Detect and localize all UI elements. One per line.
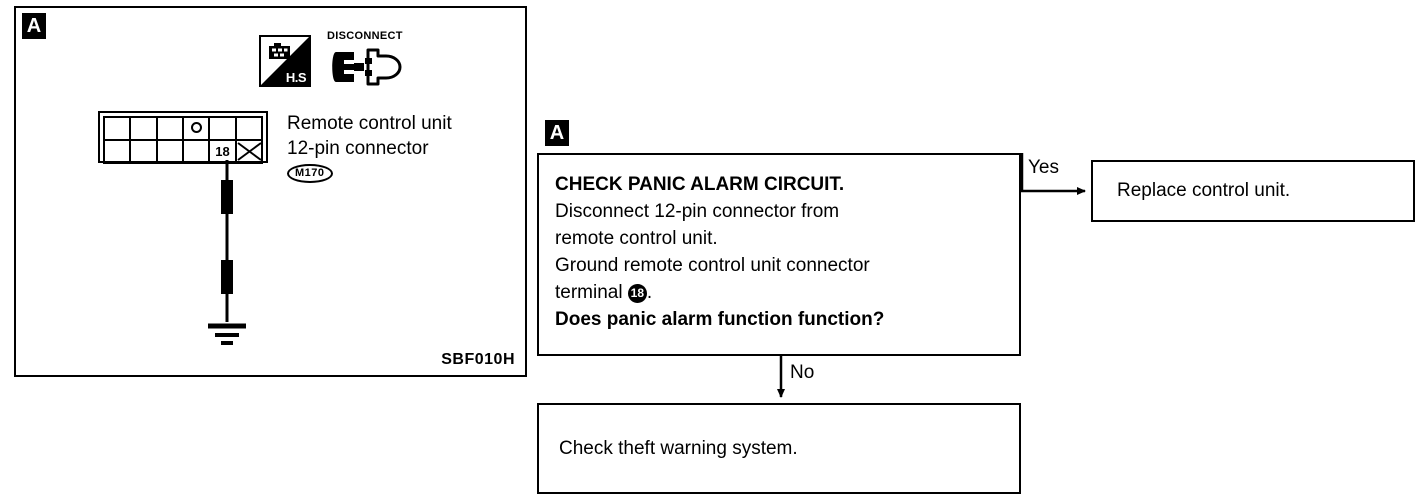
pin-cell bbox=[234, 116, 264, 141]
figure-code: SBF010H bbox=[441, 351, 515, 368]
check-theft-warning-system-text: Check theft warning system. bbox=[559, 437, 798, 459]
pin-number-label: 18 bbox=[215, 143, 230, 159]
handy-scope-icon: H.S bbox=[259, 35, 311, 87]
pin-cell bbox=[102, 139, 132, 164]
disconnect-connector-icon: DISCONNECT bbox=[327, 30, 407, 88]
check-theft-warning-system-box: Check theft warning system. bbox=[537, 403, 1021, 494]
handy-scope-diagonal-fill bbox=[261, 37, 309, 85]
check-box-step-4-suffix: . bbox=[646, 282, 653, 303]
yes-branch-label: Yes bbox=[1028, 157, 1059, 178]
panel-reference-badge: A bbox=[22, 13, 46, 39]
check-box-step-3: Ground remote control unit connector bbox=[555, 255, 870, 276]
connector-pin-grid: 18 bbox=[102, 116, 264, 164]
disconnect-glyph bbox=[332, 48, 402, 86]
check-box-step-1: Disconnect 12-pin connector from bbox=[555, 201, 840, 222]
check-box-heading: CHECK PANIC ALARM CIRCUIT. bbox=[555, 174, 845, 195]
pin-cross-icon bbox=[237, 142, 262, 161]
pin-cell bbox=[208, 116, 237, 141]
connector-pin-block: 18 bbox=[98, 111, 268, 164]
check-box-step-2: remote control unit. bbox=[555, 228, 718, 249]
handy-scope-connector-glyph bbox=[269, 43, 290, 59]
check-box-question: Does panic alarm function function? bbox=[555, 309, 885, 330]
illustration-panel: A H.S DISCONNECT bbox=[14, 6, 527, 377]
pin-cell bbox=[155, 139, 184, 164]
pin-cell-marker bbox=[181, 116, 211, 141]
terminal-number-badge: 18 bbox=[627, 284, 647, 303]
check-panic-alarm-circuit-box: CHECK PANIC ALARM CIRCUIT. Disconnect 12… bbox=[537, 153, 1021, 356]
pin-circle-marker bbox=[190, 121, 202, 133]
pin-cell bbox=[181, 139, 211, 164]
replace-control-unit-text: Replace control unit. bbox=[1117, 180, 1291, 201]
ground-wire-diagram bbox=[208, 160, 246, 345]
pin-cell bbox=[102, 116, 132, 141]
probe-segment-lower bbox=[221, 260, 233, 294]
connector-code-badge: M170 bbox=[287, 164, 333, 184]
check-box-step-4: terminal 18. bbox=[555, 279, 1005, 306]
connector-row-bottom: 18 bbox=[102, 139, 264, 164]
connector-caption: Remote control unit 12-pin connector M17… bbox=[287, 111, 517, 184]
pin-cell bbox=[129, 139, 158, 164]
replace-control-unit-box: Replace control unit. bbox=[1091, 160, 1415, 222]
pin-cell-number: 18 bbox=[208, 139, 237, 164]
pin-cell-crossed bbox=[234, 139, 264, 164]
check-box-step-4-prefix: terminal bbox=[555, 282, 623, 303]
probe-segment-upper bbox=[221, 180, 233, 214]
connector-caption-line-2: 12-pin connector bbox=[287, 138, 429, 159]
disconnect-label: DISCONNECT bbox=[327, 30, 403, 42]
handy-scope-label: H.S bbox=[285, 70, 307, 85]
connector-caption-line-1: Remote control unit bbox=[287, 113, 452, 134]
pin-cell bbox=[129, 116, 158, 141]
flowchart-reference-badge: A bbox=[545, 120, 569, 146]
connector-row-top bbox=[102, 116, 264, 141]
no-branch-label: No bbox=[790, 362, 815, 383]
pin-cell bbox=[155, 116, 184, 141]
